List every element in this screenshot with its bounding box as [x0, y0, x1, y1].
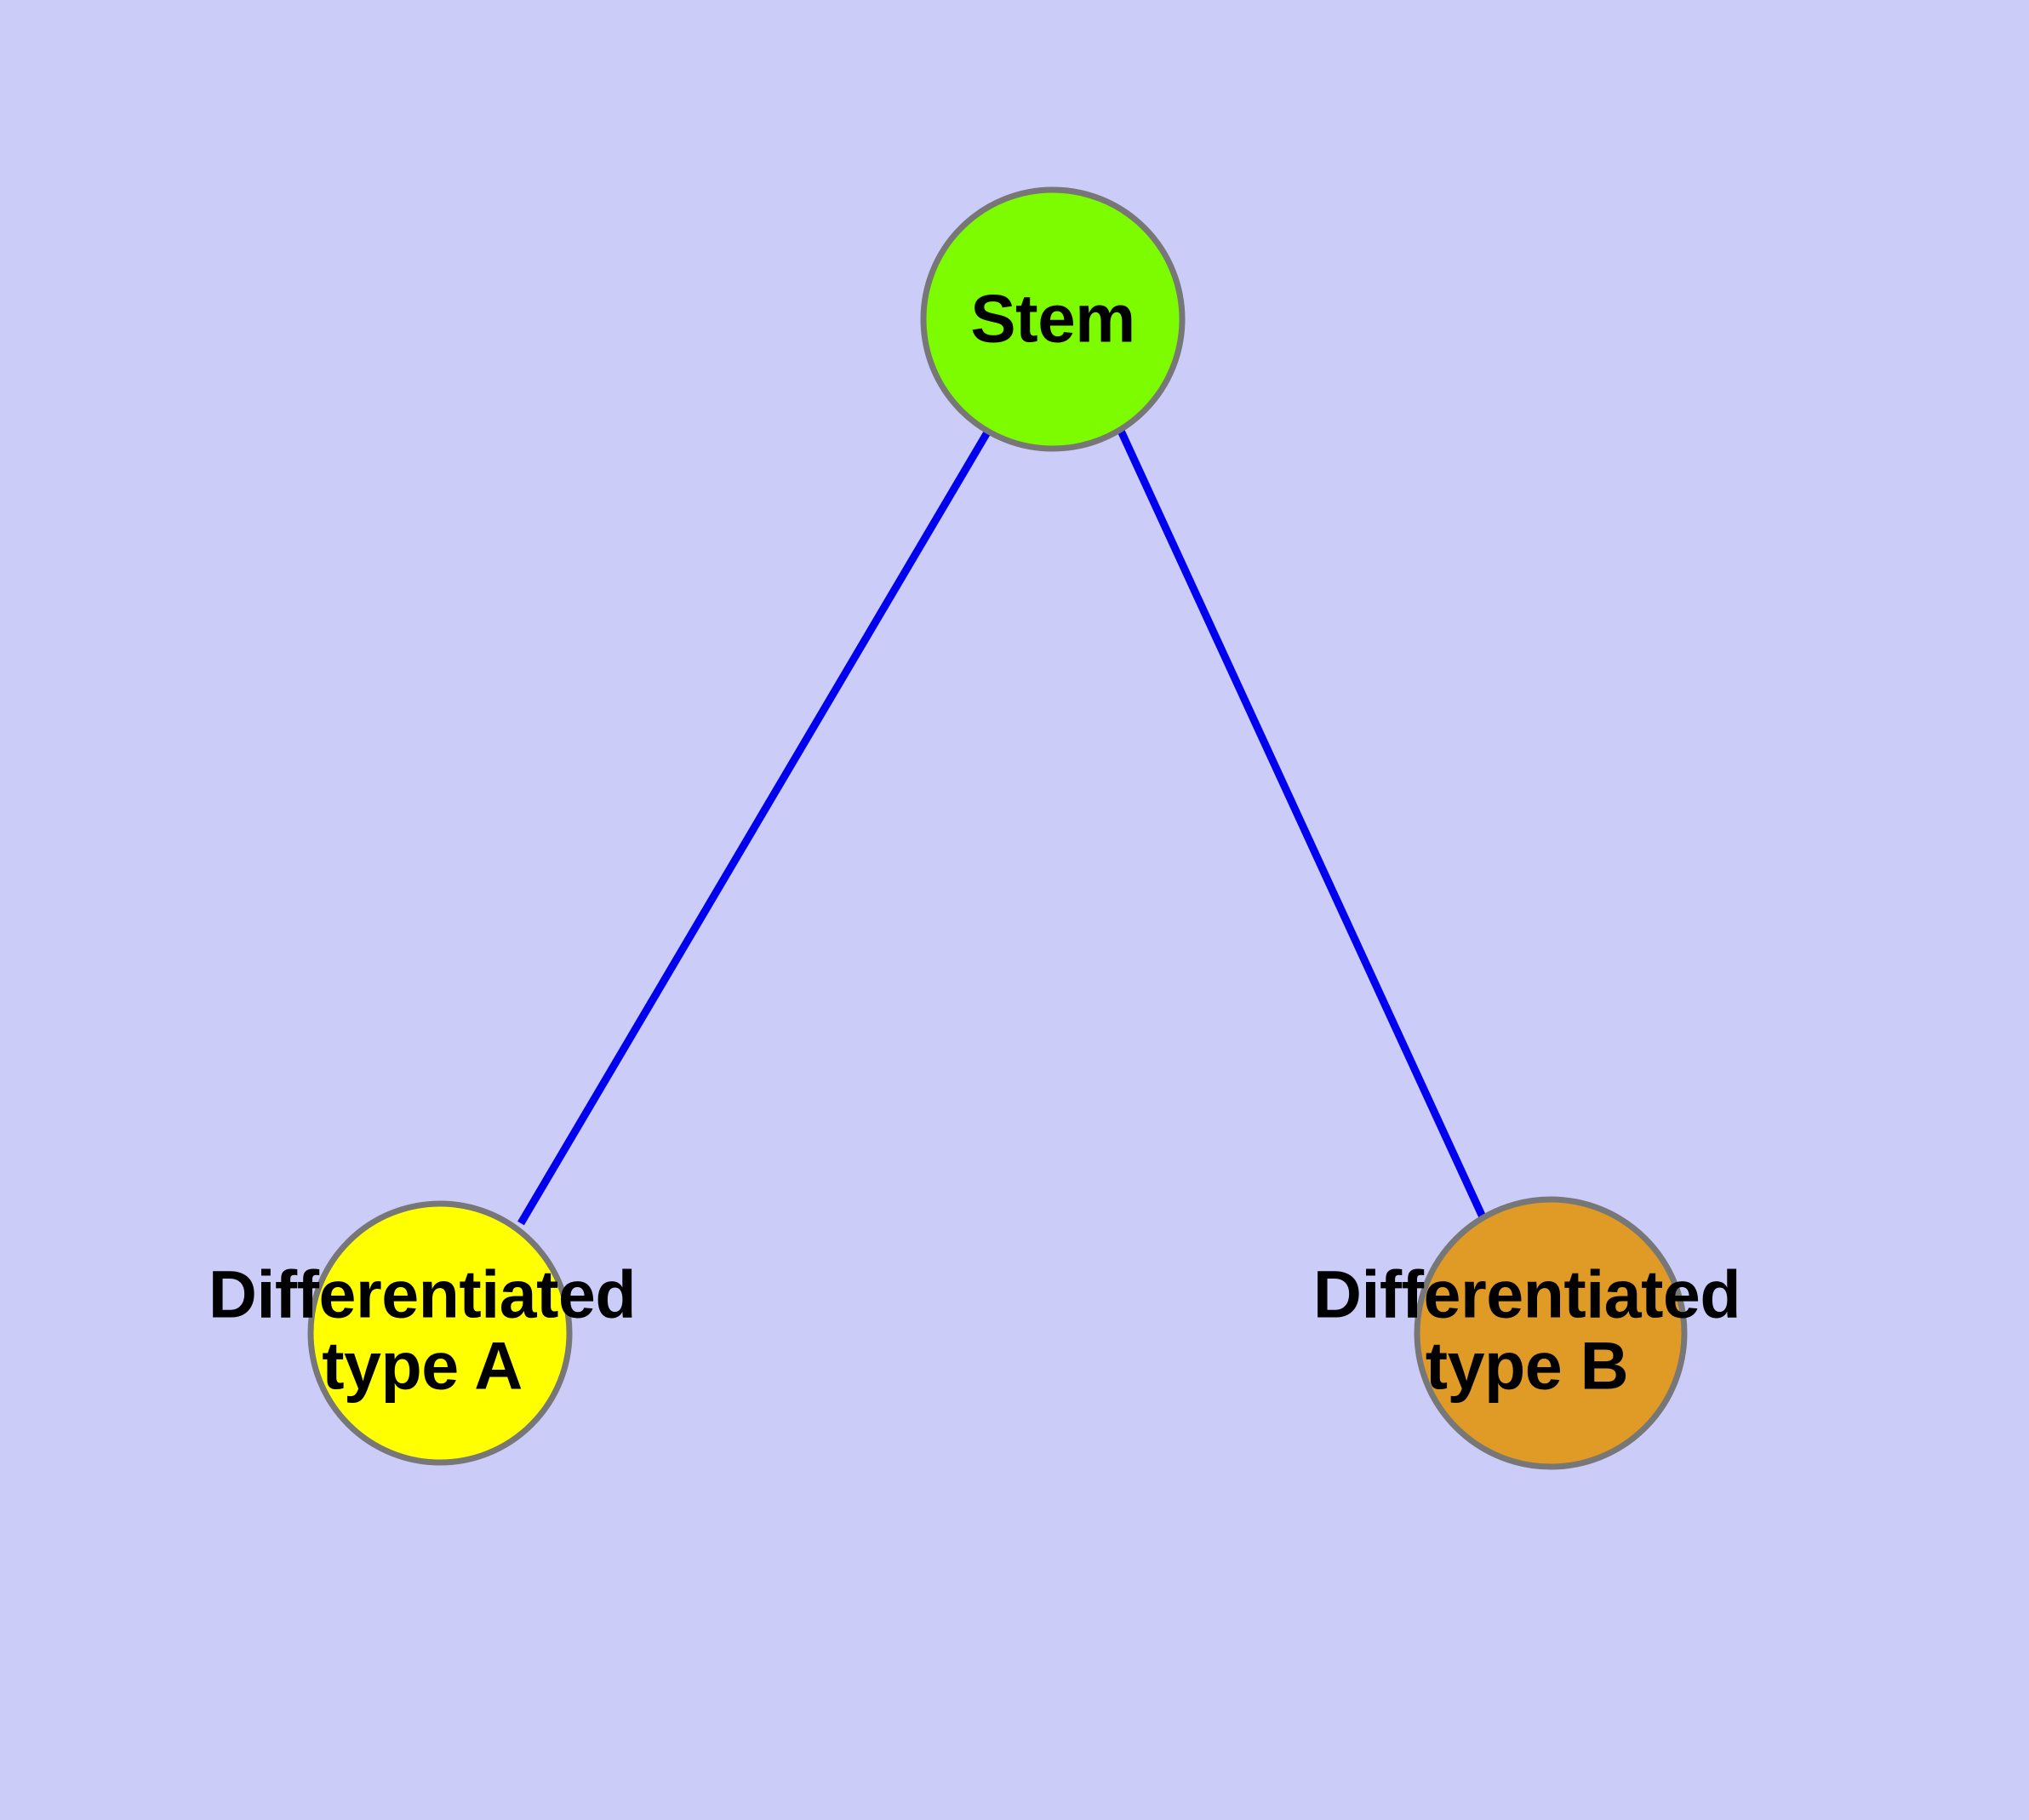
node-differentiated-type-a[interactable] [307, 1200, 573, 1466]
edge-layer [517, 429, 1489, 1226]
edge-stem-to-differentiated-type-b[interactable] [1117, 429, 1489, 1222]
edge-stem-to-differentiated-type-a[interactable] [517, 430, 991, 1226]
node-stem[interactable] [920, 186, 1186, 452]
node-layer [307, 186, 1688, 1470]
node-differentiated-type-b[interactable] [1414, 1196, 1688, 1470]
